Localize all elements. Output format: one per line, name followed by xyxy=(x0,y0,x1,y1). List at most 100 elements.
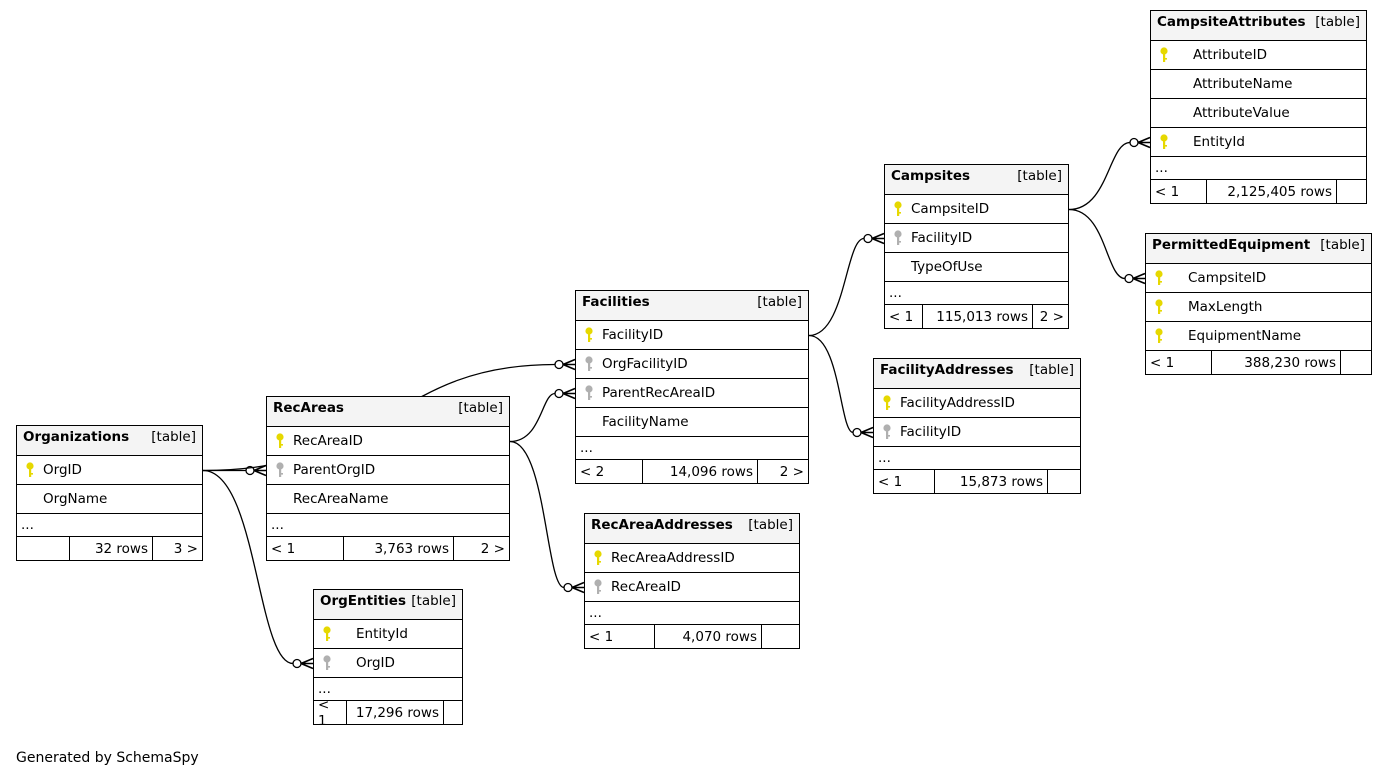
row-count: 15,873 rows xyxy=(935,470,1048,493)
table-campsites[interactable]: Campsites[table]CampsiteID FacilityID Type… xyxy=(884,164,1069,329)
children-count[interactable] xyxy=(1337,180,1366,203)
column-row[interactable]: MaxLength xyxy=(1146,293,1371,322)
primary-key-icon xyxy=(882,395,892,411)
column-row[interactable]: CampsiteID xyxy=(885,195,1068,224)
more-columns-indicator: ... xyxy=(1151,157,1366,180)
primary-key-icon xyxy=(584,327,594,343)
column-row[interactable]: RecAreaID xyxy=(585,573,799,602)
children-count[interactable] xyxy=(444,701,462,724)
primary-key-icon xyxy=(1159,47,1169,63)
column-name: OrgName xyxy=(43,491,108,507)
children-count[interactable]: 2 > xyxy=(1039,308,1064,325)
relationship-edge xyxy=(1068,208,1146,285)
children-count[interactable]: 3 > xyxy=(173,540,198,557)
more-columns-indicator: ... xyxy=(885,282,1068,305)
column-row[interactable]: CampsiteID xyxy=(1146,264,1371,293)
table-header: RecAreas[table] xyxy=(267,397,509,427)
column-name: FacilityName xyxy=(602,414,689,430)
foreign-key-icon xyxy=(893,230,903,246)
table-header: Campsites[table] xyxy=(885,165,1068,195)
column-name: RecAreaID xyxy=(611,579,681,595)
column-row[interactable]: RecAreaAddressID xyxy=(585,544,799,573)
column-row[interactable]: RecAreaName xyxy=(267,485,509,514)
column-row[interactable]: FacilityID xyxy=(576,321,808,350)
column-row[interactable]: AttributeName xyxy=(1151,70,1366,99)
table-facilityaddresses[interactable]: FacilityAddresses [table] FacilityAddressI… xyxy=(873,358,1081,494)
column-row[interactable]: OrgID xyxy=(314,649,462,678)
table-header: RecAreaAddresses [table] xyxy=(585,514,799,544)
table-type-label: [table] xyxy=(151,429,196,445)
parents-count[interactable] xyxy=(17,537,70,560)
table-name: RecAreaAddresses xyxy=(591,517,733,533)
row-count: 115,013 rows xyxy=(923,305,1033,328)
parents-count[interactable]: < 1 xyxy=(874,470,935,493)
children-count[interactable] xyxy=(1048,470,1080,493)
column-row[interactable]: FacilityID xyxy=(885,224,1068,253)
relationship-edge xyxy=(509,387,576,443)
primary-key-icon xyxy=(1154,299,1164,315)
table-name: PermittedEquipment xyxy=(1152,237,1311,253)
parents-count[interactable]: < 1 xyxy=(267,537,344,560)
column-row[interactable]: FacilityName xyxy=(576,408,808,437)
parents-count[interactable]: < 1 xyxy=(1146,351,1212,374)
column-row[interactable]: AttributeValue xyxy=(1151,99,1366,128)
parents-count[interactable]: < 1 xyxy=(314,697,347,729)
column-row[interactable]: EntityId xyxy=(314,620,462,649)
column-name: CampsiteID xyxy=(1188,270,1267,286)
column-row[interactable]: OrgFacilityID xyxy=(576,350,808,379)
table-type-label: [table] xyxy=(411,593,456,609)
children-count[interactable] xyxy=(1341,351,1371,374)
foreign-key-icon xyxy=(322,655,332,671)
parents-count[interactable]: < 1 xyxy=(1151,180,1207,203)
primary-key-icon xyxy=(25,462,35,478)
parents-count[interactable]: < 1 xyxy=(885,305,923,328)
column-name: FacilityID xyxy=(911,230,973,246)
foreign-key-icon xyxy=(584,356,594,372)
column-row[interactable]: FacilityID xyxy=(874,418,1080,447)
parents-count[interactable]: < 2 xyxy=(576,460,643,483)
parents-count[interactable]: < 1 xyxy=(585,625,655,648)
table-type-label: [table] xyxy=(757,294,802,310)
row-count: 3,763 rows xyxy=(344,537,454,560)
table-type-label: [table] xyxy=(748,517,793,533)
foreign-key-icon xyxy=(882,424,892,440)
children-count[interactable] xyxy=(762,625,799,648)
column-name: OrgID xyxy=(43,462,82,478)
column-row[interactable]: TypeOfUse xyxy=(885,253,1068,282)
table-header: Facilities[table] xyxy=(576,291,808,321)
column-row[interactable]: OrgName xyxy=(17,485,202,514)
column-row[interactable]: ParentOrgID xyxy=(267,456,509,485)
column-row[interactable]: FacilityAddressID xyxy=(874,389,1080,418)
table-name: Campsites xyxy=(891,168,971,184)
column-name: TypeOfUse xyxy=(911,259,983,275)
primary-key-icon xyxy=(275,433,285,449)
relationship-edge xyxy=(808,232,885,337)
column-row[interactable]: OrgID xyxy=(17,456,202,485)
primary-key-icon xyxy=(1154,328,1164,344)
table-name: FacilityAddresses xyxy=(880,362,1014,378)
column-row[interactable]: AttributeID xyxy=(1151,41,1366,70)
more-columns-indicator: ... xyxy=(267,514,509,537)
column-name: ParentRecAreaID xyxy=(602,385,716,401)
column-row[interactable]: RecAreaID xyxy=(267,427,509,456)
table-header: CampsiteAttributes[table] xyxy=(1151,11,1366,41)
column-row[interactable]: ParentRecAreaID xyxy=(576,379,808,408)
column-row[interactable]: EntityId xyxy=(1151,128,1366,157)
children-count[interactable]: 2 > xyxy=(779,463,804,480)
more-columns-indicator: ... xyxy=(585,602,799,625)
foreign-key-icon xyxy=(593,579,603,595)
table-type-label: [table] xyxy=(1029,362,1074,378)
column-row[interactable]: EquipmentName xyxy=(1146,322,1371,351)
more-columns-indicator: ... xyxy=(17,514,202,537)
primary-key-icon xyxy=(893,201,903,217)
children-count[interactable]: 2 > xyxy=(480,540,505,557)
